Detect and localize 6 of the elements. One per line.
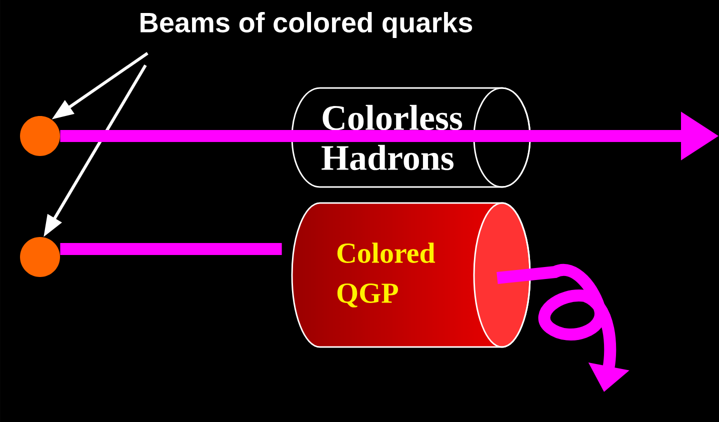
cylinder: Colored QGP: [291, 202, 531, 348]
cylinder: Colorless Hadrons: [291, 87, 531, 188]
beam-line: [60, 243, 282, 255]
particle-dot: [20, 116, 60, 156]
particle-dot: [20, 237, 60, 277]
heading: Beams of colored quarks: [140, 12, 472, 38]
